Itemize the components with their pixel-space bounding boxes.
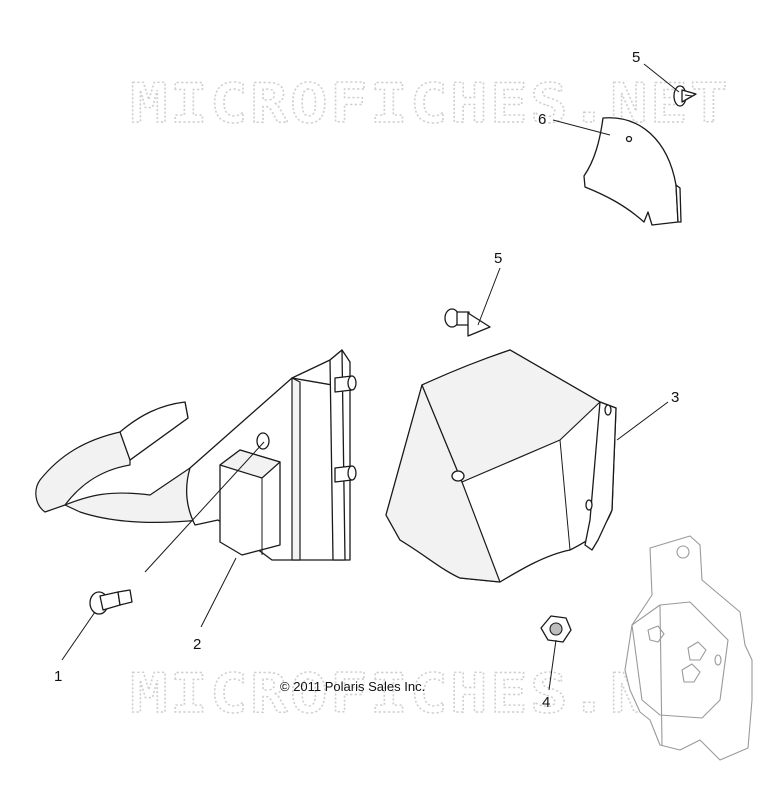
callout-5-top: 5 [632,49,640,66]
callout-1: 1 [54,668,62,685]
callout-4: 4 [542,694,550,711]
part-6-shield [583,117,682,226]
reference-bracket-faint [624,535,753,761]
leader-4 [548,639,557,691]
leader-2 [200,557,237,628]
callout-2: 2 [193,636,201,653]
copyright-text: © 2011 Polaris Sales Inc. [280,679,425,694]
part-5-rivet-mid [444,308,491,337]
leader-1 [61,611,96,661]
callout-3: 3 [671,389,679,406]
callout-6: 6 [538,111,546,128]
leader-2b [144,441,265,573]
bracket-stud-upper [334,375,357,393]
leader-5-mid [477,267,501,326]
part-2-pad [219,449,281,556]
leader-3 [616,401,669,441]
leader-6 [552,119,611,136]
part-1-screw [89,589,133,615]
bracket-stud-lower [334,465,357,483]
part-4-hex-nut [540,615,572,643]
part-3-heel-guard [385,349,617,583]
leader-5-top [643,63,680,93]
callout-5-mid: 5 [494,250,502,267]
part-2-bracket-assembly [35,349,357,561]
